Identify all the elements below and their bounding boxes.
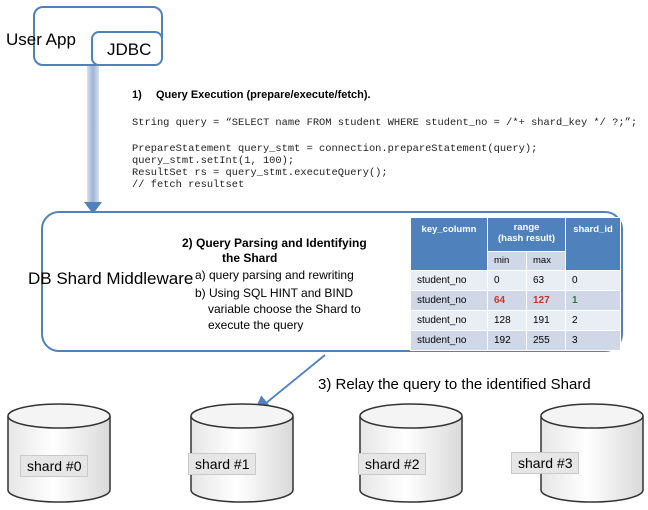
table-row-highlighted: student_no 64 127 1 bbox=[411, 291, 620, 310]
shard-1-label: shard #1 bbox=[188, 453, 257, 475]
middleware-label: DB Shard Middleware bbox=[28, 269, 194, 288]
step2-title-line1: 2) Query Parsing and Identifying bbox=[182, 236, 367, 250]
jdbc-to-middleware-shaft bbox=[87, 66, 99, 206]
cell-min: 128 bbox=[488, 311, 526, 330]
cell-shard: 1 bbox=[566, 291, 620, 310]
table-header-row: key_column range (hash result) shard_id bbox=[411, 218, 620, 270]
step2-title: 2) Query Parsing and Identifying the Sha… bbox=[182, 236, 367, 266]
jdbc-box bbox=[91, 31, 163, 66]
step3-label: 3) Relay the query to the identified Sha… bbox=[318, 376, 591, 393]
table-subheader-row: min max bbox=[411, 251, 620, 270]
table-row: student_no 128 191 2 bbox=[411, 311, 620, 330]
cell-shard: 3 bbox=[566, 331, 620, 350]
code-line-prepare: PrepareStatement query_stmt = connection… bbox=[132, 143, 538, 155]
step2-item-a: a) query parsing and rewriting bbox=[195, 268, 354, 282]
cell-max: 127 bbox=[527, 291, 565, 310]
cell-key: student_no bbox=[411, 271, 487, 290]
cell-min: 64 bbox=[488, 291, 526, 310]
shard-2-label: shard #2 bbox=[358, 453, 427, 475]
shard-3-label: shard #3 bbox=[511, 452, 580, 474]
cell-key: student_no bbox=[411, 331, 487, 350]
header-range: range (hash result) bbox=[488, 218, 565, 251]
header-shard-id: shard_id bbox=[566, 218, 620, 270]
shard-3-cylinder bbox=[540, 403, 644, 503]
code-line-execute: ResultSet rs = query_stmt.executeQuery()… bbox=[132, 167, 388, 179]
subheader-max: max bbox=[527, 251, 565, 270]
relay-arrow bbox=[253, 354, 326, 414]
shard-range-table: key_column range (hash result) shard_id … bbox=[410, 217, 621, 351]
header-range-sub: (hash result) bbox=[497, 233, 555, 244]
step1-number: 1) bbox=[132, 89, 142, 101]
cell-max: 191 bbox=[527, 311, 565, 330]
cell-key: student_no bbox=[411, 291, 487, 310]
table-row: student_no 192 255 3 bbox=[411, 331, 620, 350]
user-app-label: User App bbox=[6, 30, 76, 49]
cell-key: student_no bbox=[411, 311, 487, 330]
cell-shard: 0 bbox=[566, 271, 620, 290]
code-line-fetch: // fetch resultset bbox=[132, 179, 245, 191]
step2-item-b-line1: b) Using SQL HINT and BIND bbox=[195, 286, 354, 300]
table-row: student_no 0 63 0 bbox=[411, 271, 620, 290]
step1-title-text: Query Execution (prepare/execute/fetch). bbox=[156, 89, 371, 101]
cell-shard: 2 bbox=[566, 311, 620, 330]
cell-max: 63 bbox=[527, 271, 565, 290]
jdbc-label: JDBC bbox=[107, 40, 152, 59]
step1-title: 1) Query Execution (prepare/execute/fetch… bbox=[132, 89, 371, 101]
subheader-min: min bbox=[488, 251, 526, 270]
code-line-query: String query = “SELECT name FROM student… bbox=[132, 117, 638, 129]
cell-max: 255 bbox=[527, 331, 565, 350]
shard-0-label: shard #0 bbox=[20, 455, 89, 477]
shard-0-cylinder bbox=[7, 403, 111, 503]
code-line-setint: query_stmt.setInt(1, 100); bbox=[132, 155, 295, 167]
jdbc-to-middleware-arrowhead bbox=[84, 202, 102, 214]
step2-item-b-line2: variable choose the Shard to bbox=[208, 302, 361, 316]
cell-min: 0 bbox=[488, 271, 526, 290]
step2-title-line2: the Shard bbox=[222, 251, 278, 265]
step2-item-b-line3: execute the query bbox=[208, 318, 304, 332]
cell-min: 192 bbox=[488, 331, 526, 350]
step2-item-b: b) Using SQL HINT and BIND variable choo… bbox=[195, 285, 361, 333]
header-key-column: key_column bbox=[411, 218, 487, 270]
header-range-label: range bbox=[513, 222, 540, 233]
